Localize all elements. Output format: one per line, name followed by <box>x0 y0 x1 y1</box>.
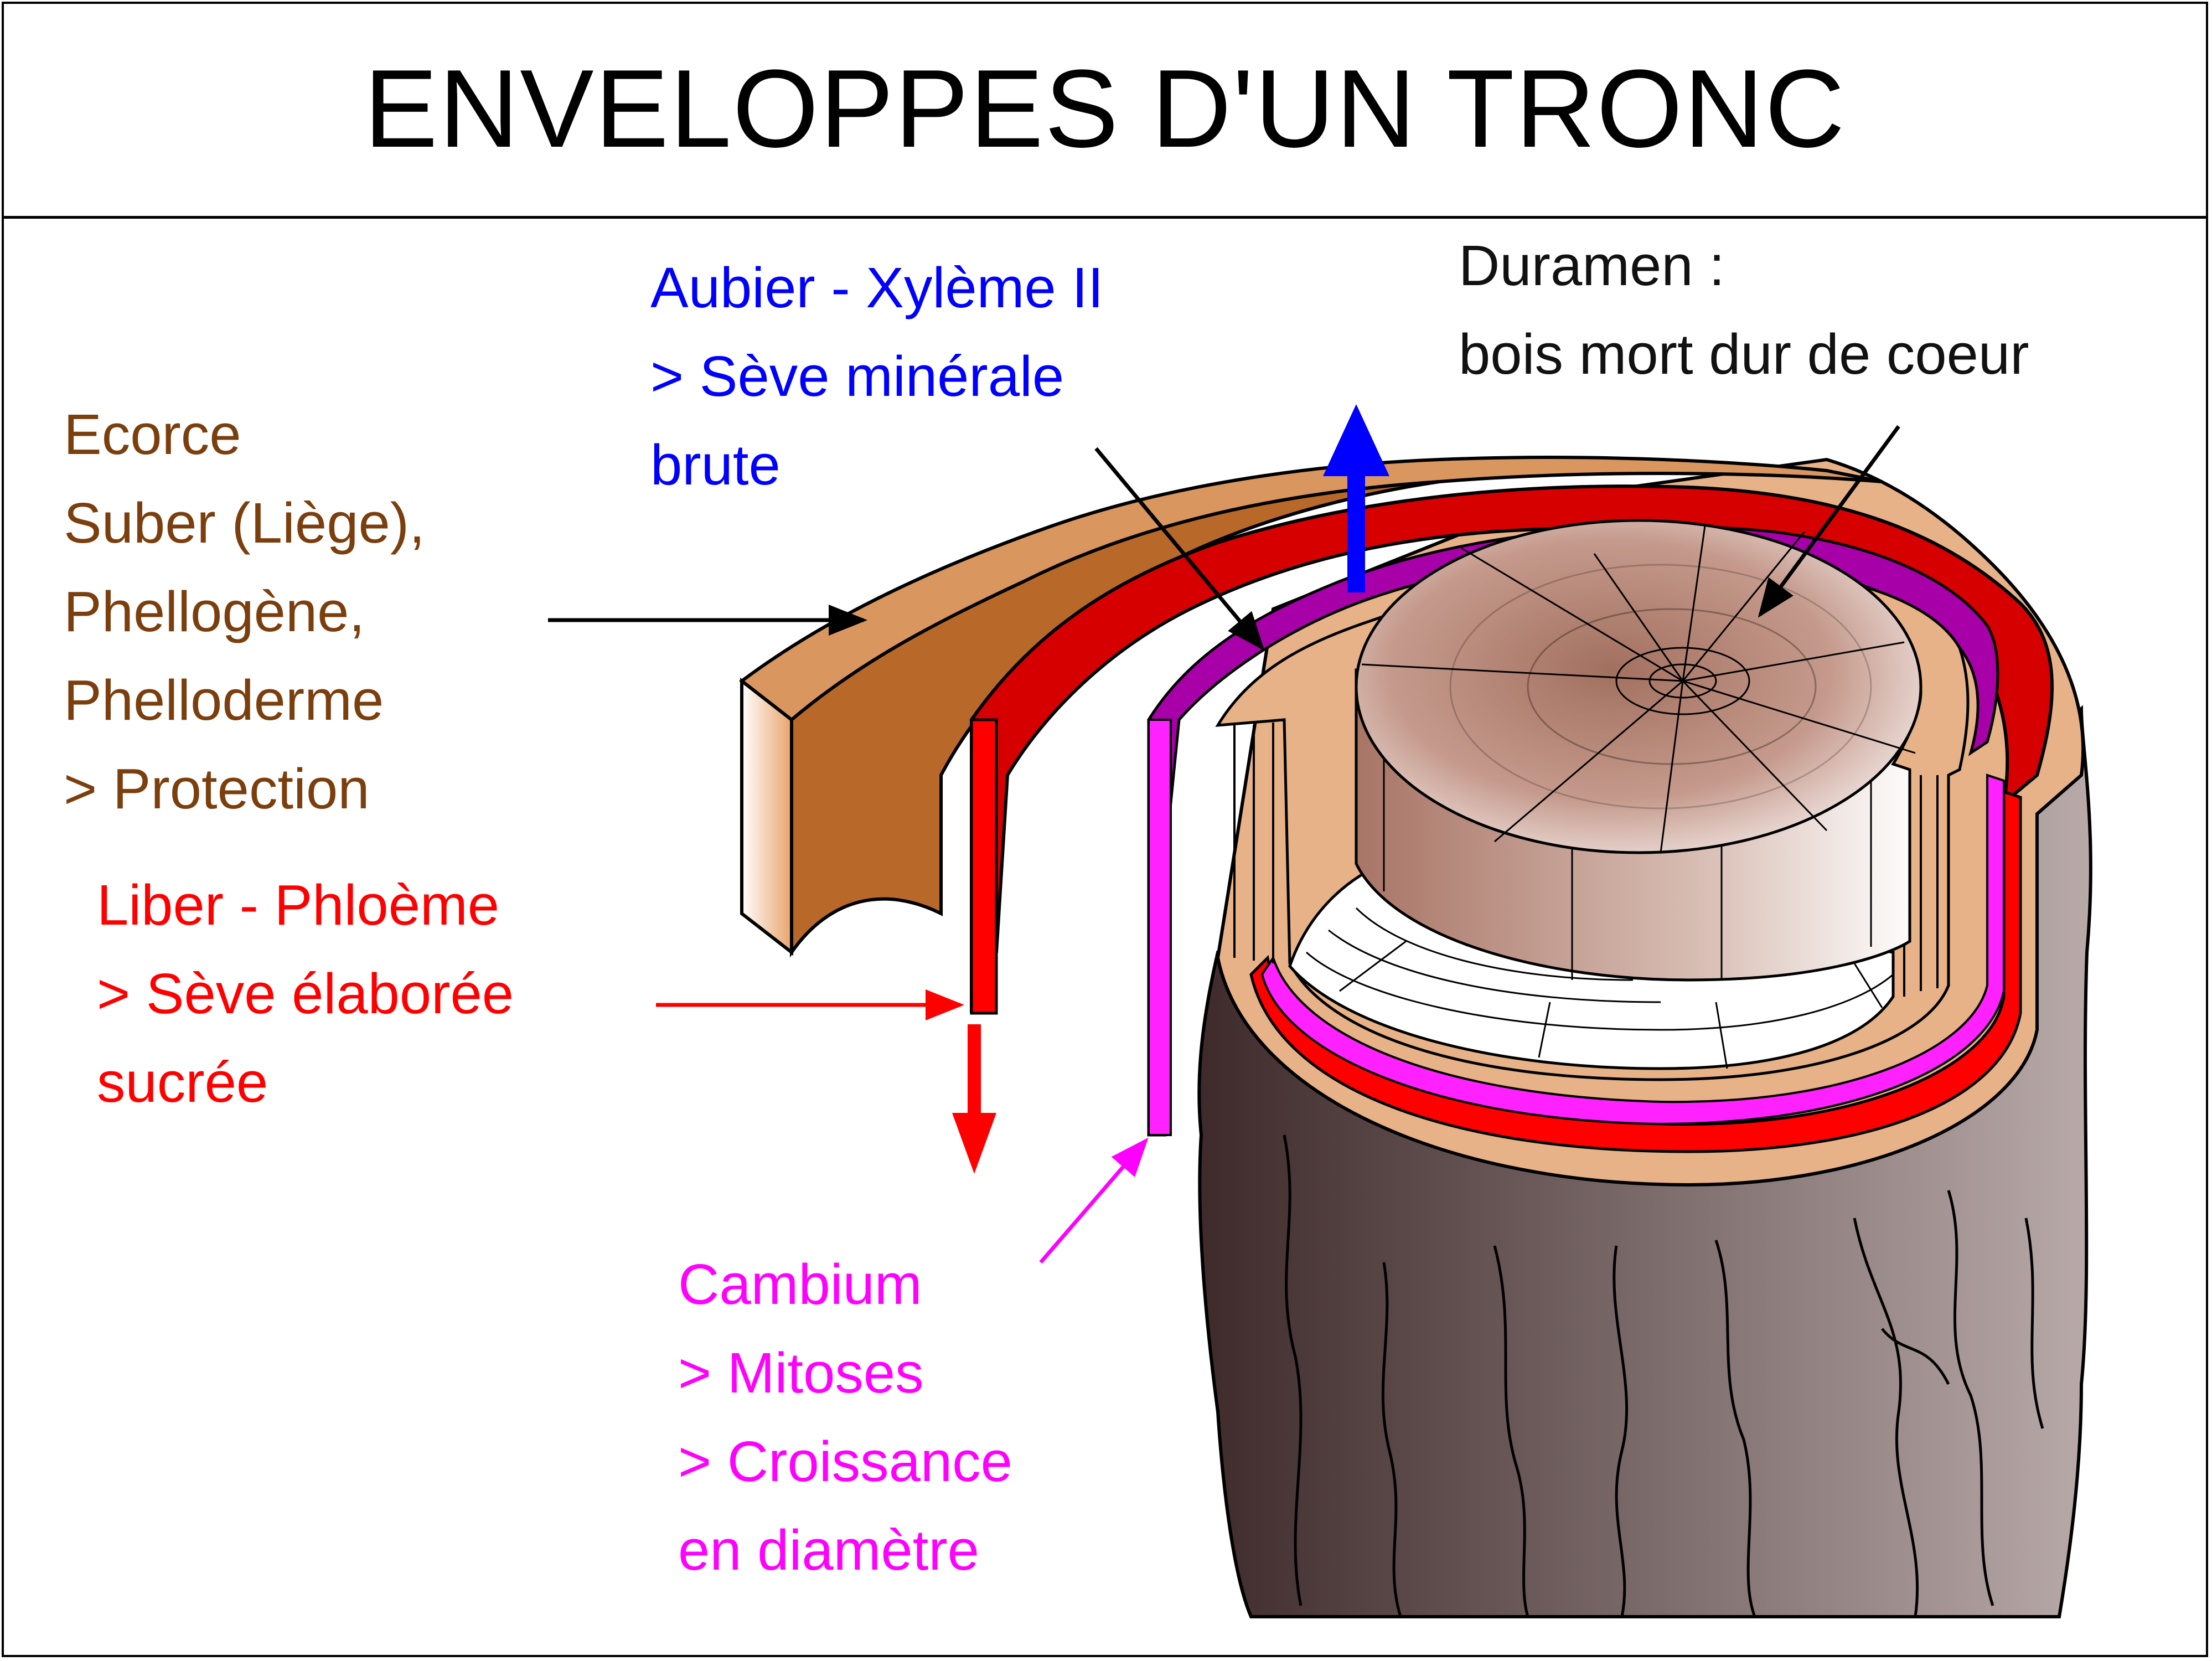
phloem-band <box>970 484 2054 1014</box>
duramen-line-1: Duramen : <box>1459 234 1725 297</box>
cambium-line-1: Cambium <box>678 1252 922 1316</box>
duramen-line-2: bois mort dur de coeur <box>1459 322 2029 386</box>
cambium-line-2: > Mitoses <box>678 1341 924 1405</box>
cambium-line-3: > Croissance <box>678 1430 1012 1493</box>
label-ecorce: Ecorce Suber (Liège), Phellogène, Phello… <box>64 390 425 833</box>
aubier-pointer <box>1094 447 1265 651</box>
diagram-title: ENVELOPPES D'UN TRONC <box>364 47 1846 171</box>
label-aubier: Aubier - Xylème II > Sève minérale brute <box>650 244 1104 509</box>
aubier-line-3: brute <box>650 433 781 497</box>
ecorce-line-4: Phelloderme <box>64 668 384 732</box>
bark-strip-face <box>790 480 1440 958</box>
label-liber: Liber - Phloème > Sève élaborée sucrée <box>97 861 514 1127</box>
label-duramen: Duramen : bois mort dur de coeur <box>1459 221 2029 399</box>
cambium-band-bottom <box>1260 773 2005 1126</box>
ecorce-line-5: > Protection <box>64 757 370 821</box>
heartwood-top <box>1355 519 1922 854</box>
ecorce-line-2: Suber (Liège), <box>64 491 425 555</box>
cambium-pointer <box>1039 1137 1149 1264</box>
liber-line-1: Liber - Phloème <box>97 873 500 937</box>
duramen-pointer <box>1758 425 1900 618</box>
growth-rings <box>1361 525 1916 853</box>
cambium-line-4: en diamètre <box>678 1518 979 1582</box>
aubier-line-2: > Sève minérale <box>650 344 1064 408</box>
bark-strip-end <box>740 677 793 956</box>
ecorce-line-3: Phellogène, <box>64 580 365 643</box>
liber-line-3: sucrée <box>97 1050 268 1114</box>
label-cambium: Cambium > Mitoses > Croissance en diamèt… <box>678 1240 1012 1595</box>
ecorce-line-1: Ecorce <box>64 403 241 466</box>
liber-line-2: > Sève élaborée <box>97 962 514 1025</box>
aubier-line-1: Aubier - Xylème II <box>650 256 1104 319</box>
title-bar: ENVELOPPES D'UN TRONC <box>2 2 2208 219</box>
